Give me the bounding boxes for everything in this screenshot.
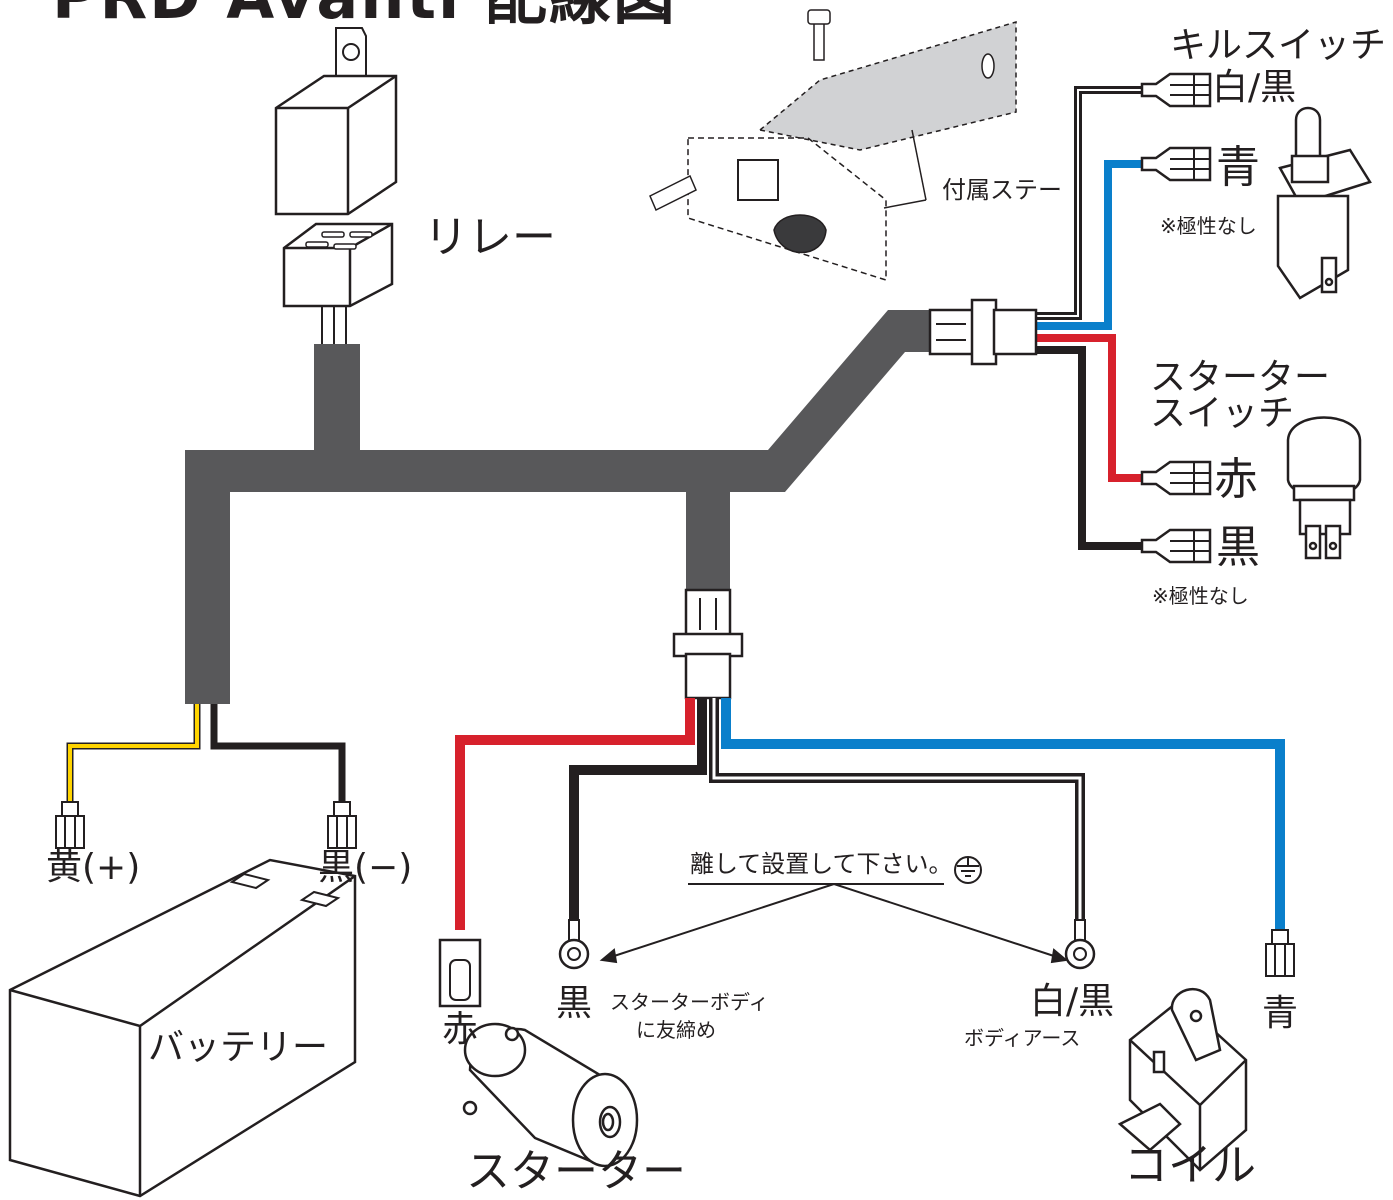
starter-label: スターター	[466, 1146, 686, 1197]
battery-wires	[66, 704, 346, 810]
battery-wire-black: 黒(−)	[318, 847, 413, 888]
kill-switch-title: キルスイッチ	[1170, 25, 1387, 66]
ground-arrows	[599, 883, 1069, 964]
kill-switch-wires	[1035, 86, 1142, 550]
relay	[274, 27, 398, 346]
harness	[185, 310, 935, 704]
top-connector	[928, 298, 1038, 366]
battery-wire-yellow: 黄(+)	[46, 847, 141, 888]
starter-black-note-line2: に友締め	[636, 1018, 716, 1042]
starter-black-note-line1: スターターボディ	[610, 990, 769, 1014]
starter-switch	[1286, 416, 1362, 560]
battery-label: バッテリー	[148, 1027, 329, 1068]
battery	[8, 858, 357, 1198]
kill-switch-note: ※極性なし	[1160, 214, 1257, 238]
bottom-wires	[455, 698, 1285, 930]
ground-note: 離して設置して下さい。	[690, 850, 953, 878]
starter-switch-wire-red: 赤	[1214, 454, 1258, 505]
diagram-title: PRD Avanti 配線図	[52, 0, 677, 28]
starter-switch-wire-black: 黒	[1216, 522, 1260, 573]
earth-icon	[954, 856, 982, 884]
relay-label: リレー	[424, 212, 556, 263]
starter-coupler	[438, 938, 482, 1008]
bracket	[649, 9, 1017, 282]
starter-wire-black: 黒	[556, 983, 593, 1024]
kill-switch	[1276, 106, 1372, 300]
starter-switch-title-line1: スターター	[1150, 357, 1331, 398]
bracket-label: 付属ステー	[942, 176, 1062, 204]
ignition-coil	[1117, 988, 1248, 1172]
kill-switch-wire-white-black: 白/黒	[1212, 67, 1297, 108]
starter-motor	[462, 1022, 639, 1168]
coil-white-black-note: ボディアース	[964, 1026, 1081, 1050]
coil-wire-blue: 青	[1262, 993, 1299, 1034]
coil-wire-white-black: 白/黒	[1030, 981, 1115, 1022]
starter-wire-red: 赤	[442, 1009, 479, 1050]
starter-switch-note: ※極性なし	[1152, 584, 1249, 608]
coil-label: コイル	[1124, 1140, 1256, 1191]
kill-switch-wire-blue: 青	[1216, 142, 1260, 193]
starter-switch-title-line2: スイッチ	[1150, 393, 1295, 434]
bottom-connector	[672, 588, 744, 700]
